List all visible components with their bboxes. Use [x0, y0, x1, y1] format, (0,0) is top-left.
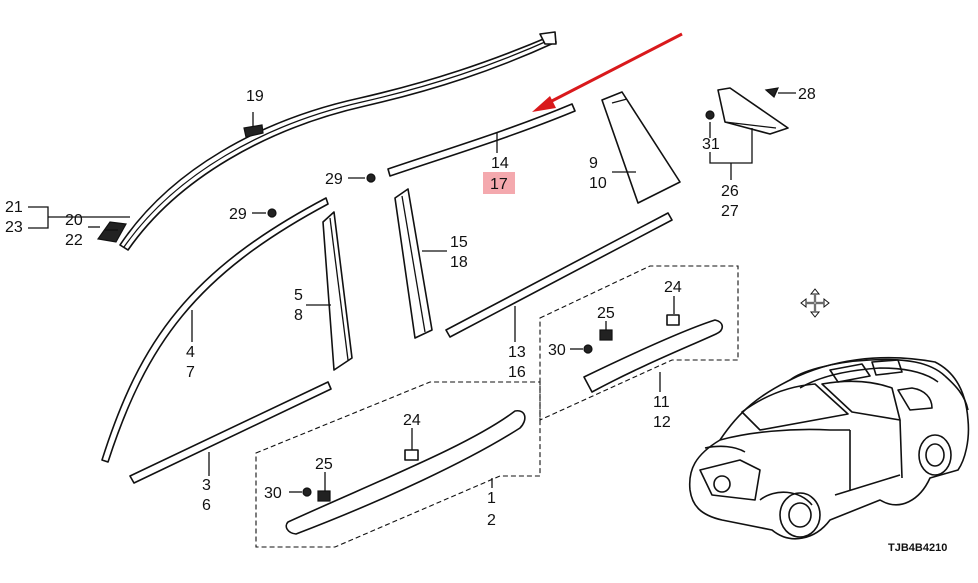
clip-31-icon[interactable] [705, 110, 715, 120]
callout-31: 31 [702, 136, 720, 153]
move-cursor-icon[interactable] [800, 288, 830, 318]
highlight-17 [483, 172, 515, 194]
callout-19: 19 [246, 88, 264, 105]
callout-30-rear: 30 [548, 342, 566, 359]
callout-12: 12 [653, 414, 671, 431]
clip-29-middle-icon[interactable] [348, 173, 376, 183]
clip-24-rear-icon[interactable] [666, 314, 680, 326]
red-arrow-icon [532, 32, 683, 112]
clip-20-22-icon[interactable] [96, 221, 127, 243]
b-pillar-garnish-rear-part[interactable] [394, 188, 433, 339]
mirror-garnish-part[interactable] [717, 87, 789, 135]
callout-18: 18 [450, 254, 468, 271]
callout-28: 28 [798, 86, 816, 103]
car-illustration [688, 356, 970, 540]
rear-pillar-garnish-part[interactable] [601, 91, 681, 204]
callout-21: 21 [5, 199, 23, 216]
front-door-lower-garnish-part[interactable] [285, 410, 526, 535]
callout-11: 11 [653, 394, 670, 411]
callout-26: 26 [721, 183, 739, 200]
callout-13: 13 [508, 344, 526, 361]
clip-25-front-icon[interactable] [317, 490, 331, 502]
callout-27: 27 [721, 203, 739, 220]
callout-9: 9 [589, 155, 598, 172]
callout-14: 14 [491, 155, 509, 172]
callout-6: 6 [202, 497, 211, 514]
callout-15: 15 [450, 234, 468, 251]
callout-3: 3 [202, 477, 211, 494]
front-sash-molding-part[interactable] [101, 197, 329, 463]
callout-24-rear: 24 [664, 279, 682, 296]
callout-24-front: 24 [403, 412, 421, 429]
front-door-group-box [255, 381, 541, 548]
callout-5: 5 [294, 287, 303, 304]
callout-4: 4 [186, 344, 195, 361]
callout-7: 7 [186, 364, 195, 381]
upper-strip-14-17-part[interactable] [387, 103, 576, 177]
front-beltline-molding-part[interactable] [129, 381, 332, 484]
clip-24-front-icon[interactable] [404, 449, 419, 461]
callout-29-middle: 29 [325, 171, 343, 188]
clip-19-icon[interactable] [243, 112, 264, 138]
rear-beltline-molding-part[interactable] [445, 212, 673, 338]
callout-23: 23 [5, 219, 23, 236]
rear-door-lower-garnish-part[interactable] [583, 319, 724, 393]
callout-20: 20 [65, 212, 83, 229]
callout-8: 8 [294, 307, 303, 324]
diagram-code: TJB4B4210 [888, 542, 947, 554]
callout-16: 16 [508, 364, 526, 381]
clip-30-front-icon[interactable] [289, 487, 312, 497]
clip-29-left-icon[interactable] [252, 208, 277, 218]
rear-door-group-box [539, 265, 739, 421]
callout-29-left: 29 [229, 206, 247, 223]
clip-25-rear-icon[interactable] [599, 329, 613, 341]
callout-25-rear: 25 [597, 305, 615, 322]
b-pillar-garnish-front-part[interactable] [322, 211, 353, 371]
callout-25-front: 25 [315, 456, 333, 473]
clip-30-rear-icon[interactable] [570, 344, 593, 354]
callout-30-front: 30 [264, 485, 282, 502]
clip-28-icon[interactable] [764, 87, 796, 98]
callout-22: 22 [65, 232, 83, 249]
callout-1: 1 [487, 490, 496, 507]
callout-17: 17 [490, 176, 508, 193]
callout-2: 2 [487, 512, 496, 529]
callout-10: 10 [589, 175, 607, 192]
